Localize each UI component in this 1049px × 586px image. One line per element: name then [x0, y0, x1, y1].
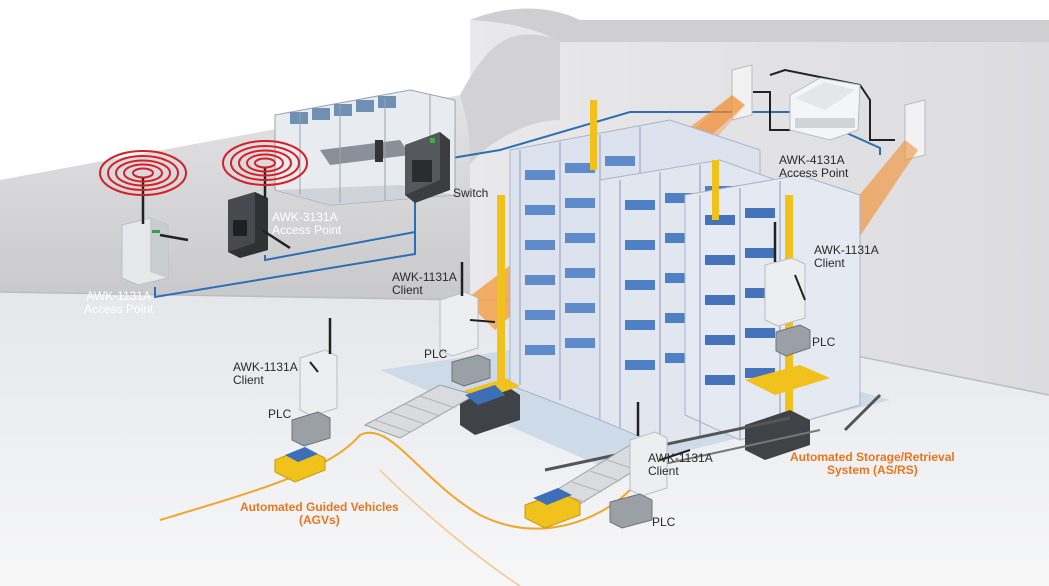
signal-rings-1131: [99, 150, 187, 196]
label-ap-1131-left-model: AWK-1131A: [86, 289, 152, 303]
label-client-right: AWK-1131A Client: [814, 244, 879, 270]
label-plc-left-text: PLC: [268, 407, 292, 421]
signal-rings-3131: [222, 140, 308, 186]
label-ap-1131-left: AWK-1131A Access Point: [84, 290, 153, 316]
label-switch-text: Switch: [453, 186, 489, 200]
label-ap-4131: AWK-4131A Access Point: [779, 154, 848, 180]
label-plc-bottom-text: PLC: [652, 515, 676, 529]
label-asrs-line2: System (AS/RS): [827, 463, 918, 477]
label-ap-4131-role: Access Point: [779, 166, 849, 180]
label-ap-1131-left-role: Access Point: [84, 302, 154, 316]
label-asrs-line1: Automated Storage/Retrieval: [790, 450, 955, 464]
label-client-center: AWK-1131A Client: [392, 271, 457, 297]
label-client-bottom-model: AWK-1131A: [648, 451, 713, 465]
label-plc-center-text: PLC: [424, 347, 448, 361]
label-client-left-role: Client: [233, 373, 264, 387]
label-plc-right-text: PLC: [812, 335, 836, 349]
ap-1131-left-device: [121, 178, 189, 286]
label-client-left: AWK-1131A Client: [233, 361, 298, 387]
label-client-left-model: AWK-1131A: [233, 360, 298, 374]
plc-units: [291, 324, 811, 529]
label-agv-line1: Automated Guided Vehicles: [240, 500, 399, 514]
label-agv-line2: (AGVs): [299, 513, 340, 527]
label-client-right-model: AWK-1131A: [814, 243, 879, 257]
ap-3131-device: [228, 168, 291, 258]
label-plc-left: PLC: [268, 408, 291, 421]
client-devices: [299, 222, 806, 497]
agv-guide-line: [159, 431, 631, 530]
label-ap-3131-model: AWK-3131A: [272, 210, 338, 224]
label-plc-right: PLC: [812, 336, 835, 349]
label-client-center-model: AWK-1131A: [392, 270, 457, 284]
label-client-right-role: Client: [814, 256, 845, 270]
label-ap-3131: AWK-3131A Access Point: [272, 211, 341, 237]
label-ap-4131-model: AWK-4131A: [779, 153, 845, 167]
agv-vehicles: [274, 447, 581, 529]
label-client-center-role: Client: [392, 283, 423, 297]
label-plc-bottom: PLC: [652, 516, 675, 529]
label-client-bottom-role: Client: [648, 464, 679, 478]
label-agv: Automated Guided Vehicles (AGVs): [240, 501, 399, 527]
label-ap-3131-role: Access Point: [272, 223, 342, 237]
switch-device: [405, 132, 450, 203]
label-switch: Switch: [453, 187, 488, 200]
label-plc-center: PLC: [424, 348, 447, 361]
label-asrs: Automated Storage/Retrieval System (AS/R…: [790, 451, 955, 477]
label-client-bottom: AWK-1131A Client: [648, 452, 713, 478]
